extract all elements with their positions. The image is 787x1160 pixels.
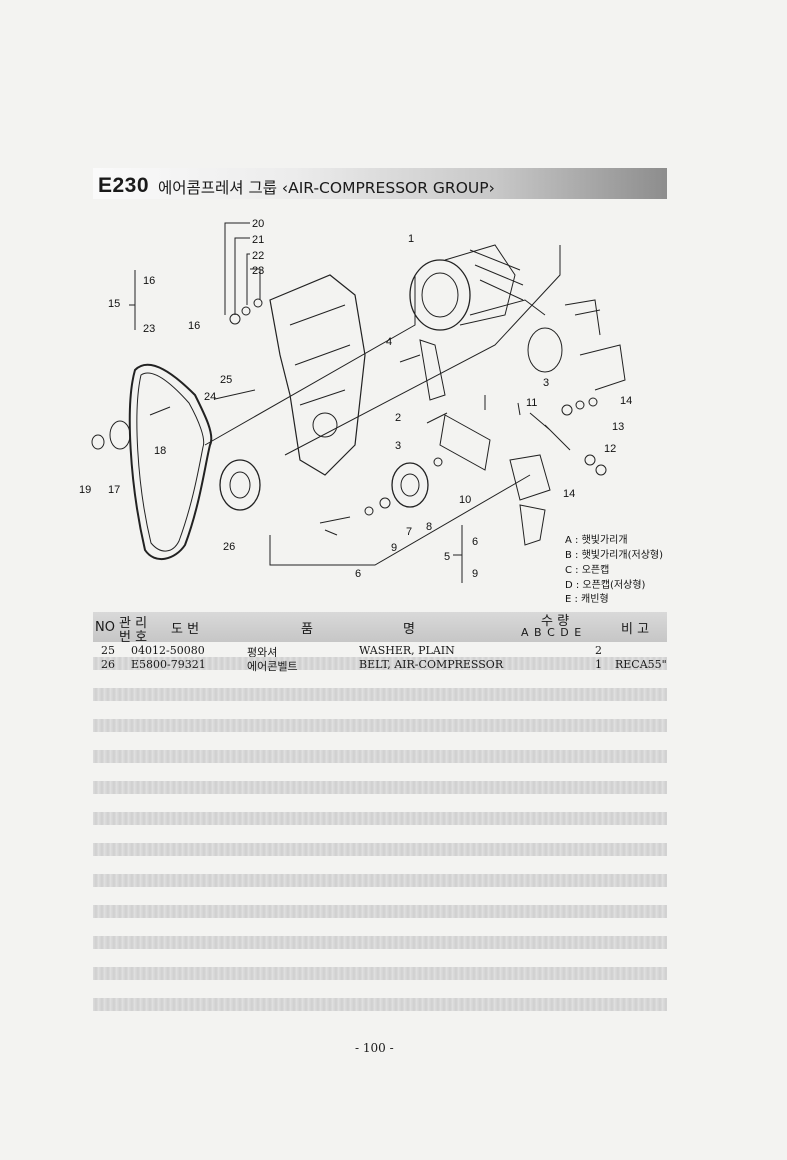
callout-label: 17: [108, 484, 120, 496]
group-code: E230: [98, 174, 150, 197]
callout-label: 10: [459, 494, 471, 506]
header-mgmt-bottom: 번 호: [119, 630, 148, 645]
callout-label: 11: [526, 397, 537, 409]
row-stripe: [93, 967, 667, 980]
callout-label: 6: [472, 536, 478, 548]
row-stripe: [93, 781, 667, 794]
row-stripe: [93, 750, 667, 763]
callout-label: 22: [252, 250, 264, 262]
header-remark: 비 고: [621, 622, 650, 637]
row-part-number: E5800-79321: [131, 658, 206, 671]
table-row: 25 04012-50080 평와셔 WASHER, PLAIN 2: [93, 644, 667, 659]
legend-item: A : 햇빛가리개: [565, 534, 628, 546]
callout-label: 18: [154, 445, 166, 457]
row-no: 26: [101, 658, 115, 671]
row-stripe: [93, 905, 667, 918]
row-stripe: [93, 843, 667, 856]
callout-label: 16: [188, 320, 200, 332]
row-name-eng: BELT, AIR-COMPRESSOR: [359, 658, 504, 671]
callout-label: 12: [604, 443, 616, 455]
row-stripe: [93, 874, 667, 887]
callout-label: 21: [252, 234, 264, 246]
callout-label: 14: [563, 488, 575, 500]
row-stripe: [93, 936, 667, 949]
row-stripe: [93, 657, 667, 670]
header-name: 명: [403, 622, 415, 637]
callout-label: 2: [395, 412, 401, 424]
callout-label: 15: [108, 298, 120, 310]
legend-item: E : 캐빈형: [565, 593, 609, 605]
exploded-parts-diagram: 20 21 22 23 1 16 15 23 16 4 3 25 2 11 14…: [79, 218, 663, 605]
legend-item: B : 햇빛가리개(저상형): [565, 549, 663, 561]
row-stripe: [93, 812, 667, 825]
callout-label: 3: [543, 377, 549, 389]
legend-item: D : 오픈캡(저상형): [565, 579, 646, 591]
callout-label: 8: [426, 521, 432, 533]
table-row: 26 E5800-79321 에어콘벨트 BELT, AIR-COMPRESSO…: [93, 658, 667, 673]
row-stripe: [93, 719, 667, 732]
group-title: 에어콤프레셔 그룹 ‹AIR-COMPRESSOR GROUP›: [158, 179, 495, 197]
callout-label: 4: [386, 336, 392, 348]
row-name-eng: WASHER, PLAIN: [359, 644, 455, 657]
callout-label: 25: [220, 374, 232, 386]
callout-label: 24: [204, 391, 216, 403]
callout-label: 23: [143, 323, 155, 335]
row-part-number: 04012-50080: [131, 644, 205, 657]
row-name-kor: 에어콘벨트: [247, 660, 298, 673]
callout-label: 6: [355, 568, 361, 580]
parts-table-header: NO 관 리 번 호 도 번 품 명 수 량 A B C D E 비 고: [93, 612, 667, 645]
page-number: - 100 -: [355, 1041, 394, 1055]
callout-label: 13: [612, 421, 624, 433]
row-qty: 2: [595, 644, 602, 657]
header-qty: 수 량: [541, 614, 570, 629]
title-bar: [93, 168, 667, 199]
callout-label: 16: [143, 275, 155, 287]
callout-label: 5: [444, 551, 450, 563]
callout-label: 26: [223, 541, 235, 553]
callout-label: 1: [408, 233, 414, 245]
header-item: 품: [301, 622, 313, 637]
row-no: 25: [101, 644, 115, 657]
callout-label: 19: [79, 484, 91, 496]
callout-label: 14: [620, 395, 632, 407]
callout-label: 9: [472, 568, 478, 580]
callout-label: 23: [252, 265, 264, 277]
header-no: NO: [95, 620, 115, 635]
callout-label: 7: [406, 526, 412, 538]
callout-label: 20: [252, 218, 264, 230]
header-drawing: 도 번: [171, 622, 200, 637]
row-stripe: [93, 688, 667, 701]
header-qty-columns: A B C D E: [521, 626, 583, 639]
callout-label: 9: [391, 542, 397, 554]
row-remark: RECA55": [615, 658, 667, 671]
callout-label: 3: [395, 440, 401, 452]
legend-item: C : 오픈캡: [565, 564, 609, 576]
header-mgmt-top: 관 리: [119, 616, 148, 631]
row-qty: 1: [595, 658, 602, 671]
row-name-kor: 평와셔: [247, 646, 278, 659]
row-stripe: [93, 998, 667, 1011]
